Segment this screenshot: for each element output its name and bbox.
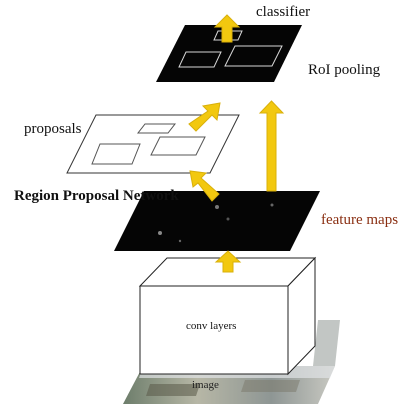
proposals-label: proposals (24, 121, 82, 137)
arrow-feature-to-roi (258, 100, 285, 192)
feature-maps-plane (114, 191, 320, 251)
roi-pooling-plane (156, 25, 302, 82)
roi-pooling-label: RoI pooling (308, 62, 381, 78)
classifier-label: classifier (256, 4, 311, 20)
image-label: image (192, 379, 219, 391)
arrow-proposals-to-roi (188, 102, 221, 132)
arrow-feature-to-rpn (189, 170, 220, 202)
arrow-roi-to-classifier (213, 14, 241, 43)
conv-layers-label: conv layers (186, 320, 237, 332)
conv-layers-box (138, 256, 317, 376)
proposals-plane (66, 114, 240, 174)
feature-maps-label: feature maps (321, 212, 399, 228)
rpn-label: Region Proposal Network (14, 188, 179, 204)
arrow-conv-to-feature (214, 250, 242, 273)
